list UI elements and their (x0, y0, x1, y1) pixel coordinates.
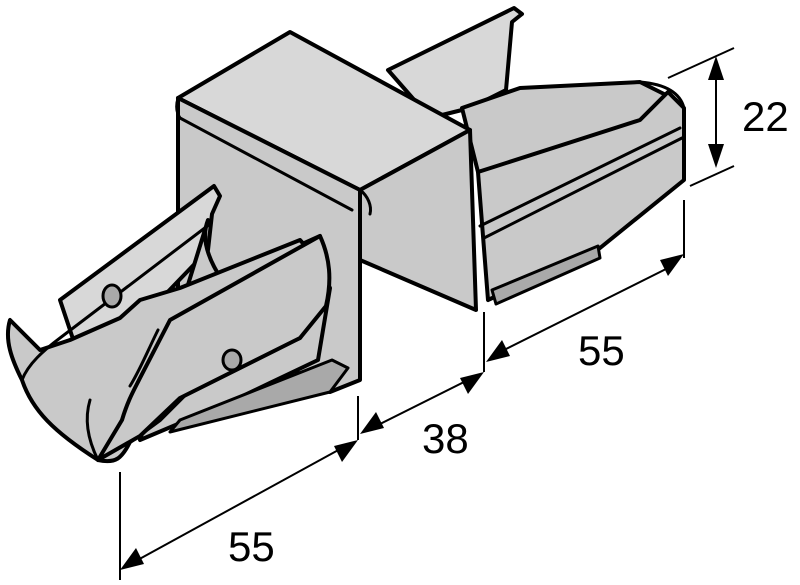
dimension-label-length-middle: 38 (422, 415, 469, 462)
dimension-height-right (667, 47, 735, 187)
arrowhead-middle-end (460, 372, 484, 394)
left-channel (5, 184, 350, 464)
arrowhead-up (708, 56, 724, 80)
dimension-length-left (119, 440, 358, 580)
hole-lower (221, 348, 243, 372)
arrowhead-middle-start (360, 412, 384, 434)
dimension-length-middle (357, 372, 484, 440)
dimension-label-length-left: 55 (228, 523, 275, 570)
arrowhead-right-end (660, 254, 684, 276)
dimension-label-length-right: 55 (578, 327, 625, 374)
arrowhead-down (708, 144, 724, 168)
dimension-length-right (483, 200, 685, 372)
hole-upper (101, 283, 123, 309)
dimension-label-height: 22 (742, 93, 789, 140)
arrowhead-left-end (334, 440, 358, 462)
right-channel (386, 6, 686, 306)
arrowhead-right-start (486, 340, 510, 362)
arrowhead-left-start (120, 548, 144, 570)
